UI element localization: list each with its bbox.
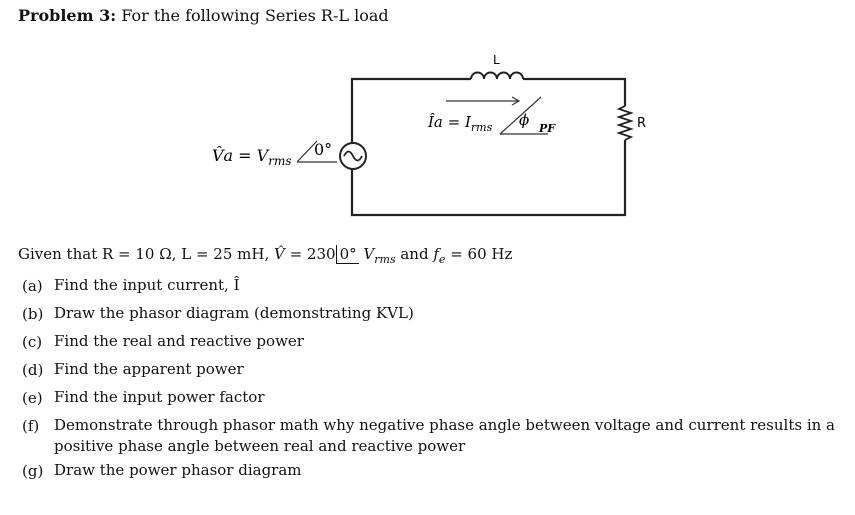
inductor-label: L [493, 53, 500, 67]
svg-text:Îa = Irms: Îa = Irms [427, 113, 493, 134]
current-angle-sub: PF [538, 122, 556, 135]
question-list: (a) Find the input current, Î (b) Draw t… [22, 272, 842, 485]
item-label: (c) [22, 333, 43, 351]
list-item: (b) Draw the phasor diagram (demonstrati… [22, 300, 842, 328]
list-item: (e) Find the input power factor [22, 384, 842, 412]
list-item: (g) Draw the power phasor diagram [22, 457, 842, 485]
circuit-wire [350, 77, 627, 217]
source-equation: V̂a = Vrms 0° [212, 140, 332, 168]
problem-heading: Problem 3: For the following Series R-L … [18, 6, 389, 25]
current-angle-symbol [499, 96, 548, 135]
item-text: Find the input power factor [54, 388, 265, 406]
source-eq-lhs: V̂a [212, 146, 233, 165]
given-text-d: = 60 Hz [445, 245, 513, 263]
given-vrms: V [363, 245, 375, 263]
given-v-hat: V̂ [273, 245, 285, 263]
problem-text: For the following Series R-L load [121, 6, 389, 25]
resistor [616, 105, 634, 141]
problem-label: Problem 3: [18, 6, 117, 25]
svg-text:V̂a = Vrms: V̂a = Vrms [212, 146, 292, 168]
given-statement: Given that R = 10 Ω, L = 25 mH, V̂ = 230… [18, 245, 512, 266]
circuit-diagram: L R V̂a = Vrms 0° Îa = Irms ϕ PF [212, 53, 646, 217]
item-label: (f) [22, 417, 40, 435]
source-eq-mid: = V [233, 146, 270, 165]
item-label: (d) [22, 361, 44, 379]
item-text: Find the input current, Î [54, 276, 240, 294]
given-angle: 0° [335, 245, 359, 264]
source-angle-symbol [296, 140, 337, 163]
given-text-b: = 230 [284, 245, 336, 263]
current-angle: ϕ [519, 111, 529, 129]
given-fe: f [433, 245, 439, 263]
item-label: (a) [22, 277, 43, 295]
item-label: (g) [22, 462, 44, 480]
current-eq-sub: rms [471, 121, 493, 134]
list-item: (f) Demonstrate through phasor math why … [22, 412, 842, 457]
given-fe-sub: e [438, 253, 446, 266]
item-label: (e) [22, 389, 43, 407]
item-text: Find the apparent power [54, 360, 244, 378]
given-text-a: Given that R = 10 Ω, L = 25 mH, [18, 245, 274, 263]
given-text-c: and [395, 245, 434, 263]
item-text: Find the real and reactive power [54, 332, 304, 350]
current-eq-mid: = I [443, 113, 472, 131]
item-text: Demonstrate through phasor math why nega… [54, 416, 835, 455]
list-item: (c) Find the real and reactive power [22, 328, 842, 356]
ac-source-wave [343, 150, 363, 162]
item-text: Draw the power phasor diagram [54, 461, 302, 479]
list-item: (a) Find the input current, Î [22, 272, 842, 300]
source-angle: 0° [314, 140, 332, 159]
item-label: (b) [22, 305, 44, 323]
item-text: Draw the phasor diagram (demonstrating K… [54, 304, 414, 322]
resistor-label: R [637, 116, 646, 131]
given-vrms-sub: rms [374, 253, 396, 266]
source-eq-sub: rms [268, 154, 291, 168]
current-equation: Îa = Irms ϕ PF [427, 111, 556, 135]
current-eq-lhs: Îa [427, 113, 443, 131]
inductor [470, 71, 524, 80]
current-direction-arrow [446, 96, 521, 106]
list-item: (d) Find the apparent power [22, 356, 842, 384]
